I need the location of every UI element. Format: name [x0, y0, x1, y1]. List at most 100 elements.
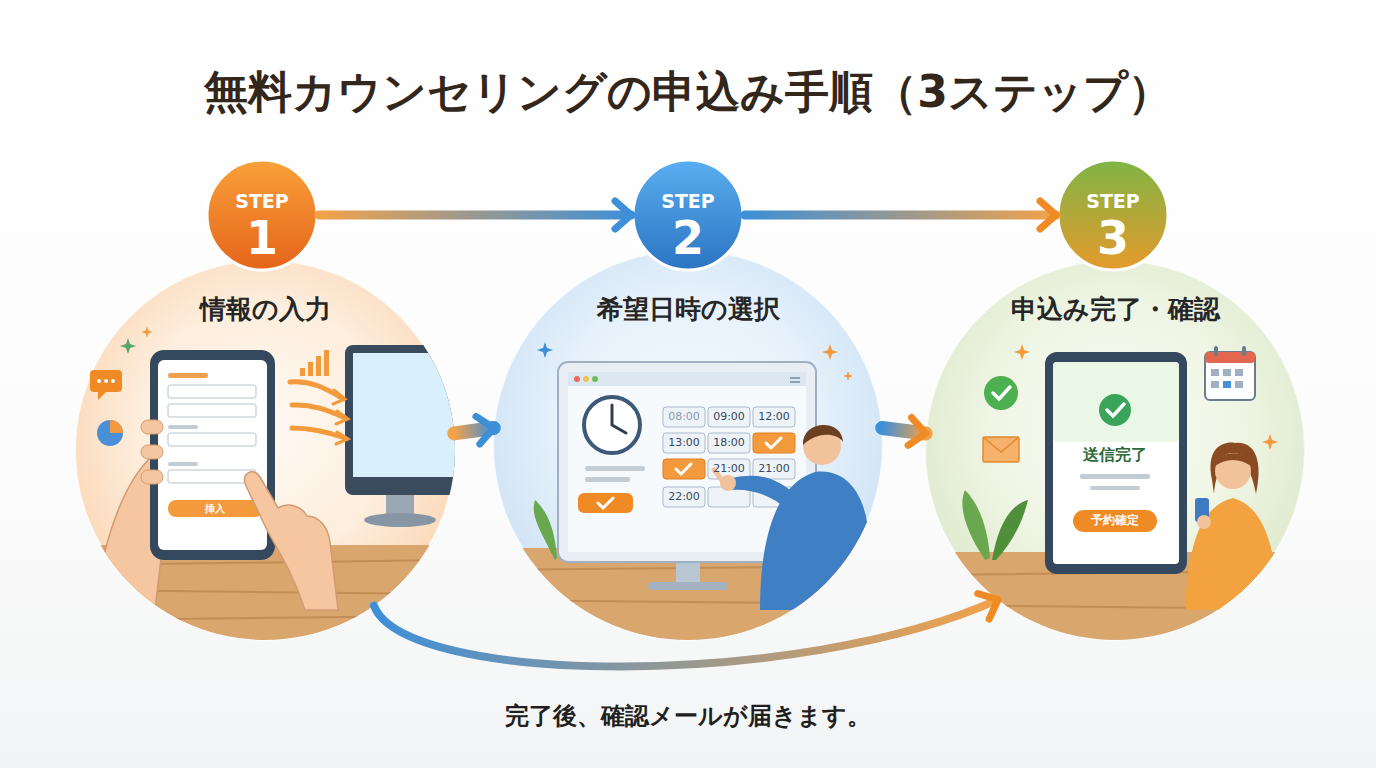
step2-illustration	[663, 459, 705, 479]
step3-icons	[993, 387, 1010, 399]
screen-text: 08:00	[668, 411, 700, 423]
step1-illustration	[150, 350, 275, 560]
step-panel: 情報の入力	[75, 260, 455, 640]
step2-illustration	[648, 582, 728, 590]
screen-text: 18:00	[713, 437, 745, 449]
step3-icons	[1214, 346, 1218, 356]
step1-illustration	[353, 353, 457, 477]
step3-illustration	[1185, 498, 1279, 610]
step-badge: STEP 1	[205, 158, 319, 272]
diagram-caption: 完了後、確認メールが届きます。	[0, 700, 1376, 732]
step2-illustration	[676, 562, 700, 584]
step1-illustration	[141, 445, 163, 459]
step1-icons	[97, 420, 123, 446]
step3-illustration	[1215, 453, 1251, 489]
step-badge: STEP 3	[1056, 158, 1170, 272]
step2-illustration	[766, 438, 781, 448]
step3-illustration	[1053, 362, 1179, 442]
step2-icons	[537, 342, 553, 358]
flow-arrow	[882, 428, 925, 433]
circle-outline	[75, 260, 455, 640]
step3-illustration	[1211, 443, 1259, 494]
step3-illustration	[1090, 486, 1140, 490]
step1-illustration	[345, 345, 465, 495]
step1-illustration	[168, 462, 198, 466]
step1-illustration	[75, 345, 465, 665]
step2-illustration	[534, 500, 557, 560]
step1-illustration	[141, 470, 163, 484]
step3-illustration	[1099, 394, 1131, 426]
step2-illustration	[585, 477, 630, 482]
screen-text: 12:00	[758, 411, 790, 423]
step3-icons	[1205, 352, 1255, 400]
circle-outline	[493, 250, 883, 640]
step-heading: 希望日時の選択	[493, 293, 883, 325]
step2-illustration	[568, 372, 806, 386]
step3-icons	[1211, 369, 1219, 376]
step3-illustration	[1073, 510, 1157, 532]
step2-illustration	[720, 475, 736, 491]
circle-fill	[75, 260, 455, 640]
step2-illustration	[663, 407, 705, 427]
screen-text: 送信完了	[1083, 446, 1147, 464]
screen-text: 予約確定	[1091, 514, 1139, 527]
step1-illustration	[324, 350, 329, 376]
step2-illustration	[708, 487, 750, 507]
step3-illustration	[925, 352, 1305, 692]
step1-illustration	[168, 373, 208, 378]
step2-illustration	[760, 472, 872, 610]
step-badge: STEP 2	[631, 158, 745, 272]
step1-illustration	[168, 404, 256, 417]
step-panel: 申込み完了・確認	[925, 260, 1305, 640]
circle-fill	[1058, 160, 1168, 270]
step2-illustration	[598, 498, 613, 508]
step2-illustration	[803, 425, 843, 445]
step2-illustration	[753, 459, 795, 479]
step3-illustration	[1107, 404, 1124, 416]
step2-illustration	[493, 566, 883, 604]
step2-illustration	[663, 487, 705, 507]
step2-illustration	[574, 376, 580, 382]
step-number: STEP 3	[1081, 169, 1145, 261]
flow-arrow	[745, 211, 1056, 220]
circle-fill	[493, 250, 883, 640]
step2-illustration	[558, 362, 816, 562]
step2-illustration	[790, 381, 800, 383]
step2-illustration	[753, 487, 795, 507]
step1-illustration	[364, 513, 436, 527]
step1-illustration	[75, 560, 455, 620]
step1-illustration	[300, 368, 305, 376]
step1-illustration	[386, 495, 414, 517]
step2-illustration	[612, 405, 626, 433]
step1-illustration	[75, 545, 455, 665]
circle-fill	[633, 160, 743, 270]
step2-illustration	[714, 470, 722, 480]
circle-outline	[205, 158, 319, 272]
step1-illustration	[168, 433, 256, 446]
step1-illustration	[141, 420, 163, 434]
step3-icons	[1223, 369, 1231, 376]
step2-illustration	[585, 466, 645, 471]
step2-illustration	[708, 459, 750, 479]
step2-illustration	[708, 407, 750, 427]
step2-icons	[843, 371, 853, 381]
step1-icons	[141, 326, 152, 337]
flow-arrow	[319, 211, 631, 220]
curved-arrow	[374, 600, 998, 667]
screen-text: 22:00	[668, 491, 700, 503]
step3-illustration	[925, 571, 1305, 609]
step1-illustration	[316, 356, 321, 376]
step3-icons	[983, 437, 1019, 462]
step1-icons	[111, 379, 115, 383]
step3-icons	[1235, 369, 1243, 376]
step1-illustration	[158, 360, 267, 550]
step1-icons	[104, 379, 108, 383]
step1-illustration	[168, 500, 263, 517]
step3-icons	[1262, 434, 1278, 450]
step2-illustration	[753, 407, 795, 427]
step3-illustration	[1080, 474, 1150, 479]
step1-icons	[90, 326, 153, 446]
